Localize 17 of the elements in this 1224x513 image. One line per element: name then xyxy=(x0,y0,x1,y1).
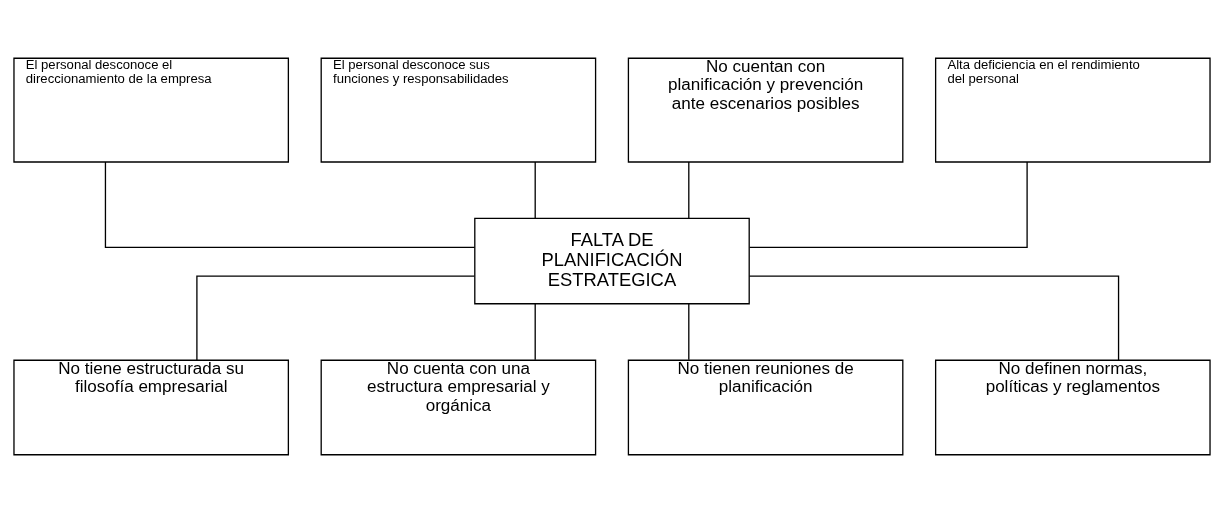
node-box: No cuentan con planificación y prevención ante escenarios posibles xyxy=(627,57,904,163)
connector xyxy=(688,303,690,361)
connector xyxy=(688,161,690,219)
connector xyxy=(196,275,475,361)
connector xyxy=(104,161,476,248)
node-box: No tiene estructurada su filosofía empresarial xyxy=(13,359,290,456)
node-box: No tienen reuniones de planificación xyxy=(627,359,904,456)
node-box: Alta deficiencia en el rendimiento del personal xyxy=(934,57,1211,163)
connector xyxy=(534,161,536,219)
connector xyxy=(534,303,536,361)
connector xyxy=(749,161,1028,248)
node-box: El personal desconoce sus funciones y responsabilidades xyxy=(320,57,597,163)
node-box: El personal desconoce el direccionamiento de la empresa xyxy=(13,57,290,163)
connector xyxy=(748,275,1120,361)
node-box: FALTA DE PLANIFICACIÓN ESTRATEGICA xyxy=(474,217,750,305)
node-box: No cuenta con una estructura empresarial y orgánica xyxy=(320,359,597,456)
node-box: No definen normas, políticas y reglamentos xyxy=(934,359,1211,456)
